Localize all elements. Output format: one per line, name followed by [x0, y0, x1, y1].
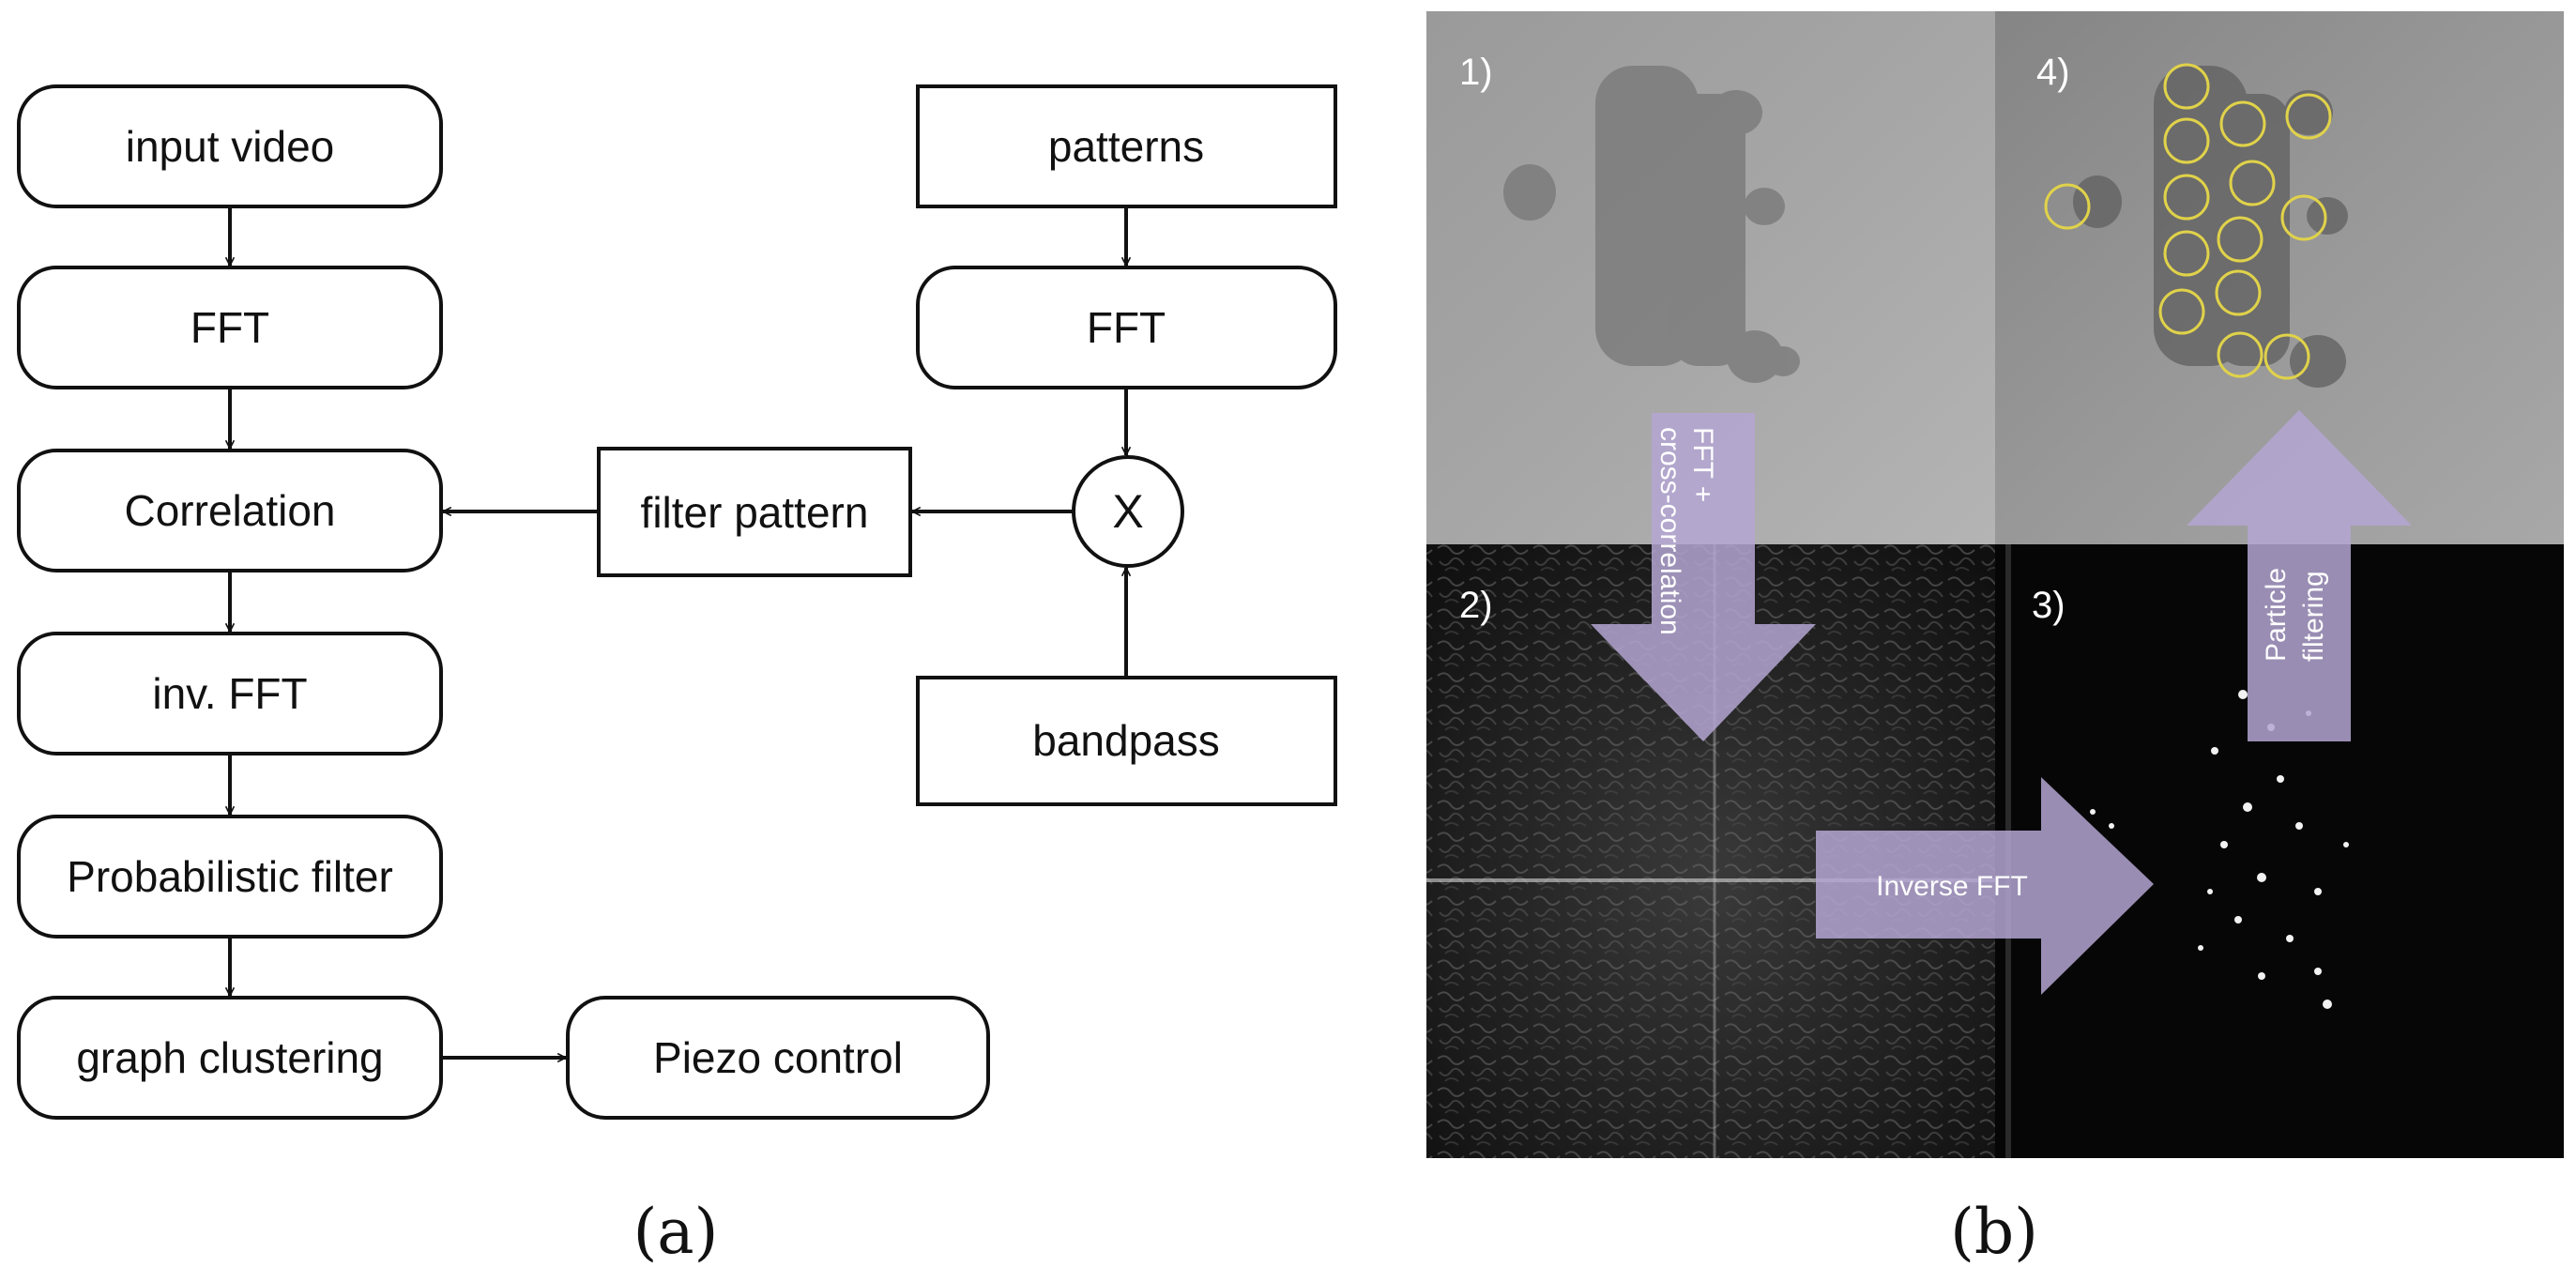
panel-label-1: 1) — [1459, 52, 1493, 93]
node-multiply-label: X — [1112, 485, 1143, 538]
node-bandpass-label: bandpass — [1032, 716, 1220, 765]
arrow-label-inverse-fft: Inverse FFT — [1876, 871, 2028, 902]
node-filter-pattern-label: filter pattern — [641, 488, 869, 537]
panel-label-3: 3) — [2032, 585, 2065, 626]
node-inv-fft-label: inv. FFT — [152, 669, 307, 718]
node-graph-clustering: graph clustering — [17, 996, 443, 1120]
node-fft-right: FFT — [916, 266, 1337, 389]
node-fft-right-label: FFT — [1087, 303, 1166, 352]
node-bandpass: bandpass — [916, 676, 1337, 806]
node-probabilistic-filter: Probabilistic filter — [17, 815, 443, 939]
arrow-inverse-fft — [1816, 777, 2154, 995]
arrow-fft-cross-correlation — [1591, 413, 1816, 741]
caption-a: (a) — [633, 1196, 719, 1268]
node-input-video: input video — [17, 84, 443, 208]
node-correlation-label: Correlation — [125, 486, 336, 535]
image-panel: FFT + cross-correlation Inverse FFT Part… — [1426, 11, 2564, 1268]
node-patterns-label: patterns — [1048, 122, 1204, 171]
caption-b: (b) — [1950, 1196, 2038, 1268]
node-input-video-label: input video — [126, 122, 335, 171]
node-patterns: patterns — [916, 84, 1337, 208]
node-correlation: Correlation — [17, 449, 443, 572]
arrow-label-fft-2: cross-correlation — [1654, 427, 1685, 635]
arrow-label-fft-1: FFT + — [1687, 427, 1718, 502]
node-piezo-control-label: Piezo control — [653, 1033, 903, 1082]
node-fft-left: FFT — [17, 266, 443, 389]
arrow-label-particle-1: Particle — [2261, 568, 2292, 662]
detection-circles — [2044, 63, 2332, 380]
node-multiply: X — [1072, 455, 1184, 568]
particle-cluster-1 — [1503, 66, 1800, 383]
node-filter-pattern: filter pattern — [597, 447, 912, 577]
arrow-particle-filtering — [2187, 410, 2412, 741]
panel-label-2: 2) — [1459, 585, 1493, 626]
node-graph-clustering-label: graph clustering — [76, 1033, 383, 1082]
node-piezo-control: Piezo control — [566, 996, 990, 1120]
flowchart: input video FFT Correlation inv. FFT Pro… — [17, 84, 1337, 1268]
node-fft-left-label: FFT — [191, 303, 269, 352]
node-probabilistic-filter-label: Probabilistic filter — [67, 852, 393, 901]
node-inv-fft: inv. FFT — [17, 632, 443, 755]
arrow-label-particle-2: filtering — [2298, 571, 2329, 662]
panel-label-4: 4) — [2036, 52, 2070, 93]
